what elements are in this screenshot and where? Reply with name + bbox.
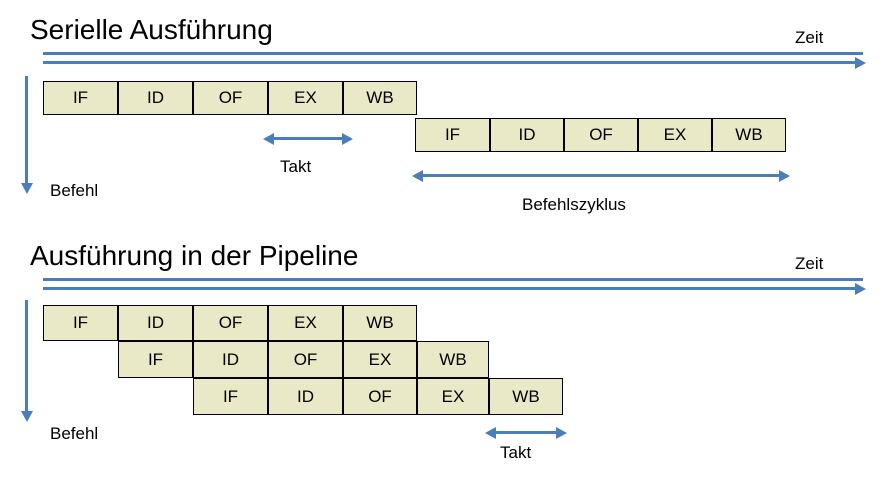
pipeline-clock-label: Takt: [500, 443, 532, 462]
pipeline-row1-stage-ex: EX: [268, 305, 343, 341]
serial-clock-label: Takt: [280, 157, 312, 176]
serial-title-rule: [43, 52, 863, 55]
serial-instruction-cycle-dimension-arrow: [412, 169, 790, 182]
serial-section-title: Serielle Ausführung: [30, 14, 273, 45]
pipeline-instruction-axis-label: Befehl: [50, 424, 99, 443]
pipeline-time-axis-arrow: [43, 282, 866, 295]
pipeline-section-title: Ausführung in der Pipeline: [30, 240, 359, 271]
pipeline-row3-stage-if: IF: [193, 378, 268, 415]
pipeline-time-axis-label: Zeit: [795, 254, 824, 273]
serial-instruction-cycle-label: Befehlszyklus: [522, 195, 626, 214]
serial-row2-stage-ex: EX: [638, 118, 712, 152]
serial-clock-dimension-arrow: [263, 132, 353, 145]
pipeline-row2-stage-of: OF: [268, 341, 343, 378]
pipeline-row1-stage-of: OF: [193, 305, 268, 341]
serial-row2-stage-of: OF: [564, 118, 638, 152]
pipeline-row3-stage-id: ID: [268, 378, 343, 415]
pipeline-row1-stage-if: IF: [43, 305, 118, 341]
pipeline-row1-stage-id: ID: [118, 305, 193, 341]
pipeline-row1-stage-wb: WB: [343, 305, 417, 341]
serial-instruction-axis-label: Befehl: [50, 181, 99, 200]
pipeline-row3-stage-wb: WB: [489, 378, 563, 415]
pipeline-row2-stage-id: ID: [193, 341, 268, 378]
pipeline-row2-stage-wb: WB: [417, 341, 489, 378]
serial-time-axis-label: Zeit: [795, 28, 824, 47]
pipeline-title-rule: [43, 278, 863, 281]
serial-row2-stage-id: ID: [490, 118, 564, 152]
serial-instruction-axis-arrow: [20, 76, 33, 194]
serial-row1-stage-id: ID: [118, 81, 193, 115]
serial-row2-stage-wb: WB: [712, 118, 786, 152]
pipeline-instruction-axis-arrow: [20, 300, 33, 422]
pipeline-clock-dimension-arrow: [485, 426, 567, 439]
pipeline-row2-stage-if: IF: [118, 341, 193, 378]
pipeline-row3-stage-ex: EX: [417, 378, 489, 415]
serial-row1-stage-ex: EX: [268, 81, 343, 115]
pipeline-row2-stage-ex: EX: [343, 341, 417, 378]
serial-row1-stage-of: OF: [193, 81, 268, 115]
serial-row2-stage-if: IF: [415, 118, 490, 152]
serial-row1-stage-wb: WB: [343, 81, 417, 115]
serial-time-axis-arrow: [43, 56, 866, 69]
serial-row1-stage-if: IF: [43, 81, 118, 115]
pipeline-row3-stage-of: OF: [343, 378, 417, 415]
